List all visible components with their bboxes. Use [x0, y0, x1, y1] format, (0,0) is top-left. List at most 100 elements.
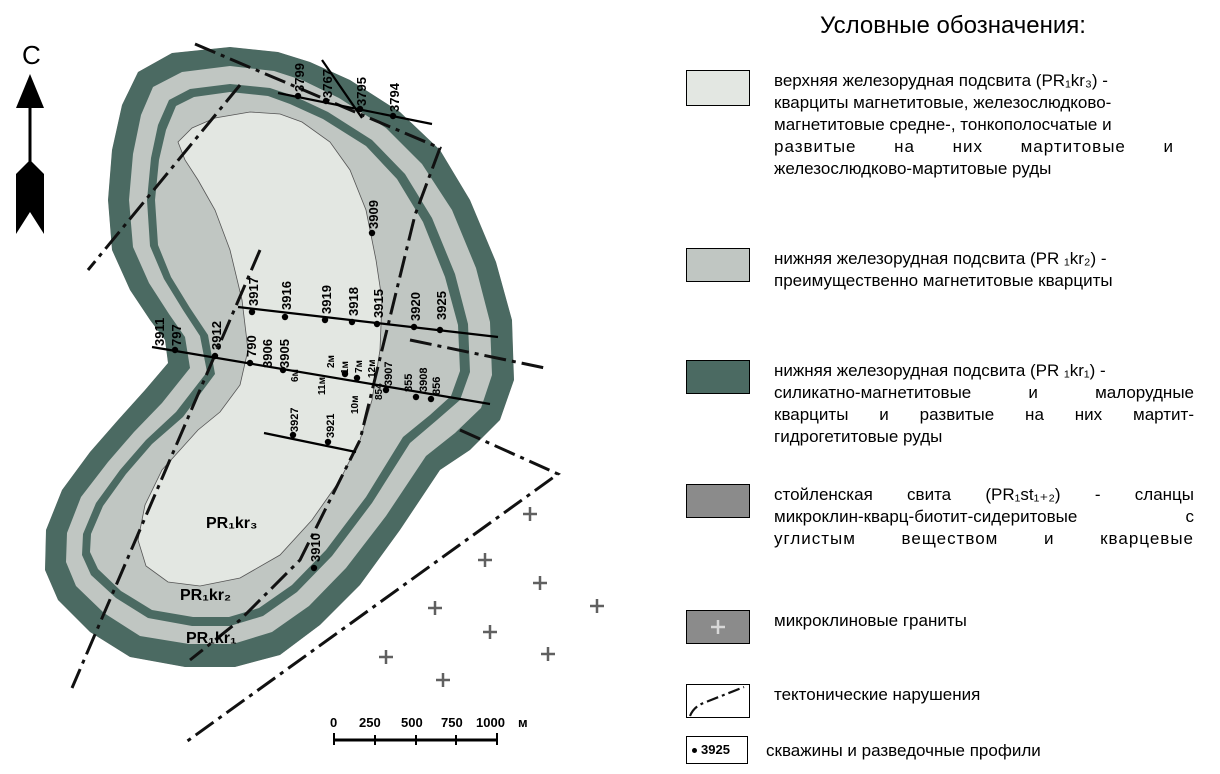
legend-text-kr3: верхняя железорудная подсвита (PR₁kr₃) -…: [774, 70, 1204, 180]
well-label: 3908: [418, 368, 430, 392]
profile-line: [263, 431, 357, 454]
granite-cross: [483, 625, 497, 639]
legend-swatch-kr3: [686, 70, 750, 106]
well-label: 10м: [350, 395, 361, 414]
legend-title: Условные обозначения:: [820, 12, 1086, 39]
granite-symbols: [379, 507, 604, 687]
well-label: 3910: [308, 533, 323, 562]
well-label: 3912: [209, 321, 224, 350]
scale-tick-750: 750: [441, 715, 463, 730]
granite-cross: [541, 647, 555, 661]
well-label: 3794: [387, 82, 402, 112]
well-label: 3799: [292, 63, 307, 92]
legend-text-granite: микроклиновые граниты: [774, 610, 1204, 632]
well-label: 3907: [383, 362, 395, 386]
well-label: 11м: [317, 377, 328, 395]
legend-text-faults: тектонические нарушения: [774, 684, 1204, 706]
legend-swatch-kr2: [686, 248, 750, 282]
well-label: 3921: [325, 414, 337, 438]
legend-line: кварциты и развитые на них мартит-: [774, 405, 1194, 424]
well-label: 3927: [289, 408, 301, 432]
well-label: 3906: [260, 339, 275, 368]
well-label: 3909: [366, 200, 381, 229]
fault-line: [70, 249, 262, 689]
legend-text-wells: скважины и разведочные профили: [766, 740, 1196, 762]
legend-swatch-st: [686, 484, 750, 518]
well-label: 3920: [408, 292, 423, 321]
profile-line: [151, 345, 491, 406]
legend-line: микроклин-кварц-биотит-сидеритовые с: [774, 507, 1194, 526]
well-label: 790: [244, 335, 259, 357]
well-label: 797: [169, 324, 184, 346]
legend-line: скважины и разведочные профили: [766, 741, 1041, 760]
legend-line: нижняя железорудная подсвита (PR ₁kr₂) -: [774, 249, 1107, 268]
well-label: 3911: [152, 318, 167, 346]
fault-line: [409, 338, 546, 370]
well-label: 1м: [340, 361, 351, 374]
legend-line: кварциты магнетитовые, железослюдково-: [774, 93, 1112, 112]
scale-tick-250: 250: [359, 715, 381, 730]
legend-line: гидрогетитовые руды: [774, 427, 943, 446]
profile-line: [237, 305, 499, 339]
well-label: 3918: [346, 287, 361, 316]
granite-cross: [436, 673, 450, 687]
well-label: 2м: [326, 355, 337, 368]
scale-tick-0: 0: [330, 715, 337, 730]
legend-swatch-faults: [686, 684, 750, 718]
legend-line: нижняя железорудная подсвита (PR ₁kr₁) -: [774, 361, 1106, 380]
fault-line: [189, 42, 442, 662]
fault-line: [185, 428, 561, 744]
granite-cross: [523, 507, 537, 521]
granite-cross: [533, 576, 547, 590]
north-arrow: С: [16, 40, 44, 234]
granite-cross-icon: [710, 619, 725, 634]
well-label: 856: [431, 377, 443, 395]
well-label: 855: [403, 374, 415, 392]
legend-swatch-wells: 3925: [686, 736, 748, 764]
granite-cross: [590, 599, 604, 613]
legend-line: тектонические нарушения: [774, 685, 981, 704]
kr1-belt: [45, 47, 514, 667]
legend-line: стойленская свита (PR₁st₁₊₂) - сланцы: [774, 485, 1194, 504]
unit-labels: PR₁kr₃ PR₁kr₂ PR₁kr₁: [180, 515, 257, 647]
legend-text-kr1: нижняя железорудная подсвита (PR ₁kr₁) -…: [774, 360, 1204, 448]
legend-line: преимущественно магнетитовые кварциты: [774, 271, 1113, 290]
well-sample-label: 3925: [701, 742, 730, 757]
well-label: 3767: [320, 69, 335, 98]
granite-cross: [478, 553, 492, 567]
tectonic-faults: [70, 42, 561, 744]
exploration-profiles: [151, 59, 499, 454]
scale-tick-500: 500: [401, 715, 423, 730]
well-label: 3915: [371, 289, 386, 318]
well-label: 7м: [354, 360, 365, 373]
well-label: 3905: [277, 339, 292, 368]
unit-label-kr1: PR₁kr₁: [186, 630, 237, 647]
well-label: 3917: [246, 277, 261, 306]
unit-label-kr3: PR₁kr₃: [206, 515, 257, 532]
well-points: [171, 92, 444, 572]
well-label: 3916: [279, 281, 294, 310]
fault-line: [86, 84, 242, 271]
legend-line: развитые на них мартитовые и: [774, 137, 1174, 156]
scale-bar: 0 250 500 750 1000 м: [330, 715, 528, 745]
legend-line: микроклиновые граниты: [774, 611, 967, 630]
well-label: 3925: [434, 291, 449, 320]
well-label: 854: [374, 383, 385, 400]
legend-line: верхняя железорудная подсвита (PR₁kr₃) -: [774, 71, 1108, 90]
legend-line: силикатно-магнетитовые и малорудные: [774, 383, 1194, 402]
scale-unit: м: [518, 715, 528, 730]
legend-swatch-kr1: [686, 360, 750, 394]
legend-text-st: стойленская свита (PR₁st₁₊₂) - сланцы ми…: [774, 484, 1204, 550]
north-label: С: [22, 40, 41, 70]
well-dot-icon: [692, 748, 697, 753]
well-label: 6м: [290, 369, 301, 382]
legend-line: магнетитовые средне-, тонкополосчатые и: [774, 115, 1112, 134]
well-label: 3919: [319, 285, 334, 314]
well-labels: 3799 3767 3795 3794 3909 3917 3916 3919 …: [152, 63, 449, 562]
granite-cross: [379, 650, 393, 664]
scale-tick-1000: 1000: [476, 715, 505, 730]
legend-line: углистым веществом и кварцевые: [774, 529, 1194, 548]
well-label: 3795: [354, 77, 369, 106]
unit-label-kr2: PR₁kr₂: [180, 587, 231, 604]
